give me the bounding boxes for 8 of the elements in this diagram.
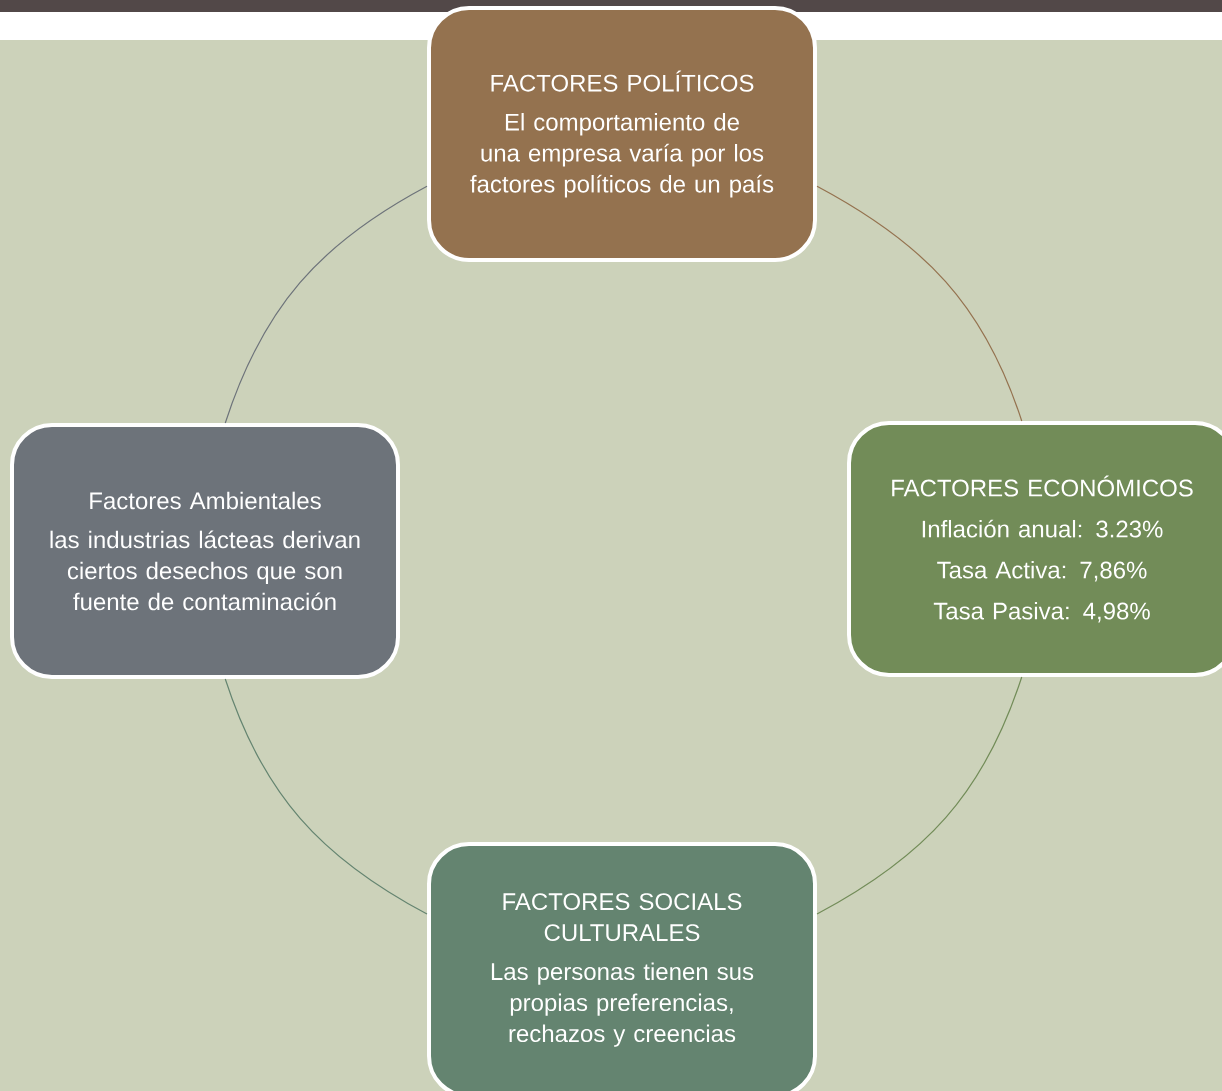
connector-arc [224, 678, 428, 915]
connector-arc [224, 185, 428, 424]
factor-box: FACTORES SOCIALS CULTURALES Las personas tienen sus propias preferencias, rechazos y creencias [427, 842, 817, 1091]
factor-box: FACTORES POLÍTICOS El comportamiento de una empresa varía por los factores políticos de un país [427, 6, 817, 262]
factor-box: FACTORES ECONÓMICOS Inflación anual: 3.23% Tasa Activa: 7,86% Tasa Pasiva: 4,98% [847, 421, 1222, 677]
connector-arc [816, 185, 1023, 422]
factor-box: Factores Ambientales las industrias lácteas derivan ciertos desechos que son fuente de contaminación [10, 423, 400, 679]
connector-arc [816, 676, 1023, 915]
